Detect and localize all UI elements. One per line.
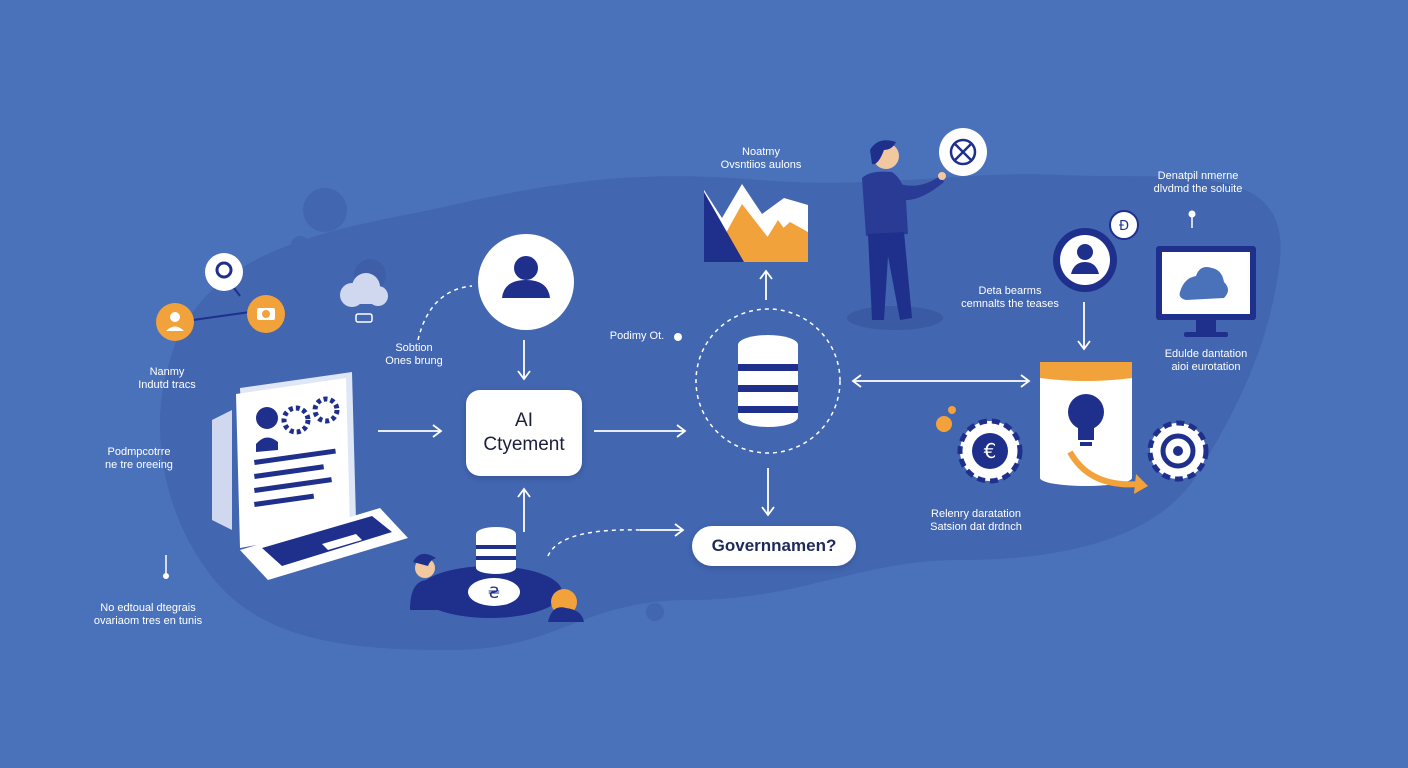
location-pin-icon [205, 253, 243, 291]
gear-icon [1147, 420, 1209, 482]
ai-node[interactable]: AI Ctyement [466, 390, 582, 476]
monitor-icon [1156, 246, 1256, 337]
cloud-icon [340, 273, 388, 323]
flow-arrow [761, 468, 775, 517]
background-blob [160, 174, 1281, 650]
pin-marker [163, 555, 169, 579]
svg-text:Đ: Đ [1119, 219, 1129, 234]
flow-arrow [640, 523, 685, 537]
flow-arrow [378, 424, 443, 438]
flow-arrow [517, 487, 531, 532]
coin-bag-icon [936, 406, 956, 432]
svg-text:€: € [984, 439, 997, 463]
pin-marker [1188, 210, 1196, 228]
compass-icon [939, 128, 987, 176]
ai-node-title: AI [515, 410, 533, 431]
person-badge: Đ [1053, 210, 1139, 292]
decor-blob [291, 236, 309, 254]
svg-text:₴: ₴ [488, 583, 500, 602]
ai-node-subtitle: Ctyement [483, 434, 565, 455]
label-left-mid: Podmpcotrre ne tre oreeing [105, 446, 173, 471]
label-right-monitor: Edulde dantation aioi eurotation [1164, 348, 1248, 373]
flow-arrow [517, 340, 531, 381]
euro-gear-icon: € [957, 418, 1023, 484]
database-hub [695, 308, 841, 454]
label-center-left: Sobtion Ones brung [385, 342, 443, 367]
decor-blob [607, 557, 643, 593]
flow-arrow [1077, 302, 1091, 351]
dot-marker [674, 333, 682, 341]
dashed-connector [417, 285, 473, 341]
label-left-top: Nanmy Indutd tracs [138, 366, 196, 391]
flow-arrow [759, 269, 773, 300]
label-right-top: Denatpil nmerne dlvdmd the soluite [1153, 170, 1243, 195]
standing-person [847, 140, 946, 330]
coin-platform: ₴ [410, 527, 584, 622]
mountain-chart-icon [704, 184, 808, 262]
bidirectional-arrow [851, 374, 1031, 388]
lightbulb-cylinder [1040, 362, 1148, 494]
label-top-center: Noatmy Ovsntiios aulons [720, 146, 802, 171]
flow-arrow [594, 424, 687, 438]
decor-blob [303, 188, 347, 232]
label-right-mid: Deta bearms cemnalts the teases [961, 285, 1059, 310]
governance-node[interactable]: Governnamen? [692, 526, 856, 566]
label-right-bottom: Relenry daratation Satsion dat drdnch [930, 508, 1022, 533]
person-circle [478, 234, 574, 330]
left-icon-cluster [156, 253, 285, 341]
label-left-bottom: No edtoual dtegrais ovariaom tres en tun… [93, 602, 203, 627]
governance-label: Governnamen? [711, 536, 837, 555]
label-center-db: Podimy Ot. [609, 330, 665, 342]
laptop-icon [212, 372, 408, 580]
decor-blob [646, 603, 664, 621]
